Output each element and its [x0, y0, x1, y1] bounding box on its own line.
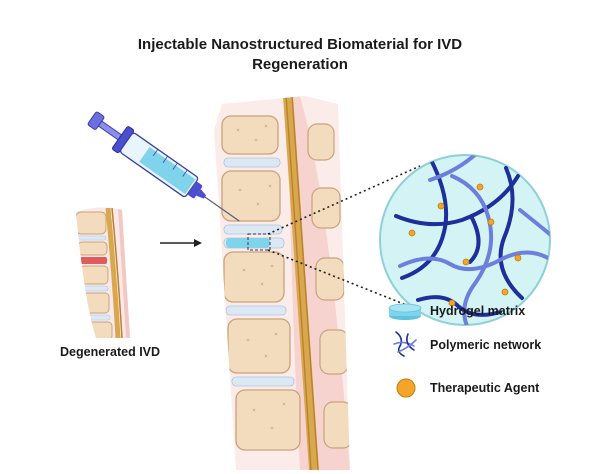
progression-arrow: [160, 239, 202, 247]
legend-hydrogel-matrix-label: Hydrogel matrix: [430, 304, 526, 318]
main-spine: [214, 96, 350, 470]
polymer-chains: [394, 155, 550, 325]
therapeutic-agent-icon: [396, 378, 416, 398]
syringe: [87, 111, 240, 222]
figure-title-line-1: Injectable Nanostructured Biomaterial fo…: [137, 36, 463, 53]
degenerated-disc-highlight: [79, 257, 107, 264]
posterior-processes: [307, 123, 350, 449]
spinal-cord: [283, 96, 319, 470]
zoom-region-box: [247, 233, 271, 251]
legend-therapeutic-agent-label: Therapeutic Agent: [430, 381, 540, 395]
hydrogel-matrix-icon: [388, 303, 422, 320]
legend-polymeric-network-label: Polymeric network: [430, 338, 542, 352]
bone-texture: [236, 124, 286, 430]
zoom-circle: [379, 154, 551, 326]
polymeric-network-icon: [393, 331, 417, 357]
small-vertebra: [76, 211, 113, 338]
therapeutic-agent-particles: [408, 183, 522, 307]
degenerated-ivd-label: Degenerated IVD: [60, 345, 161, 359]
degenerated-spine: [76, 207, 130, 338]
figure-title-line-2: Regeneration: [252, 56, 348, 73]
